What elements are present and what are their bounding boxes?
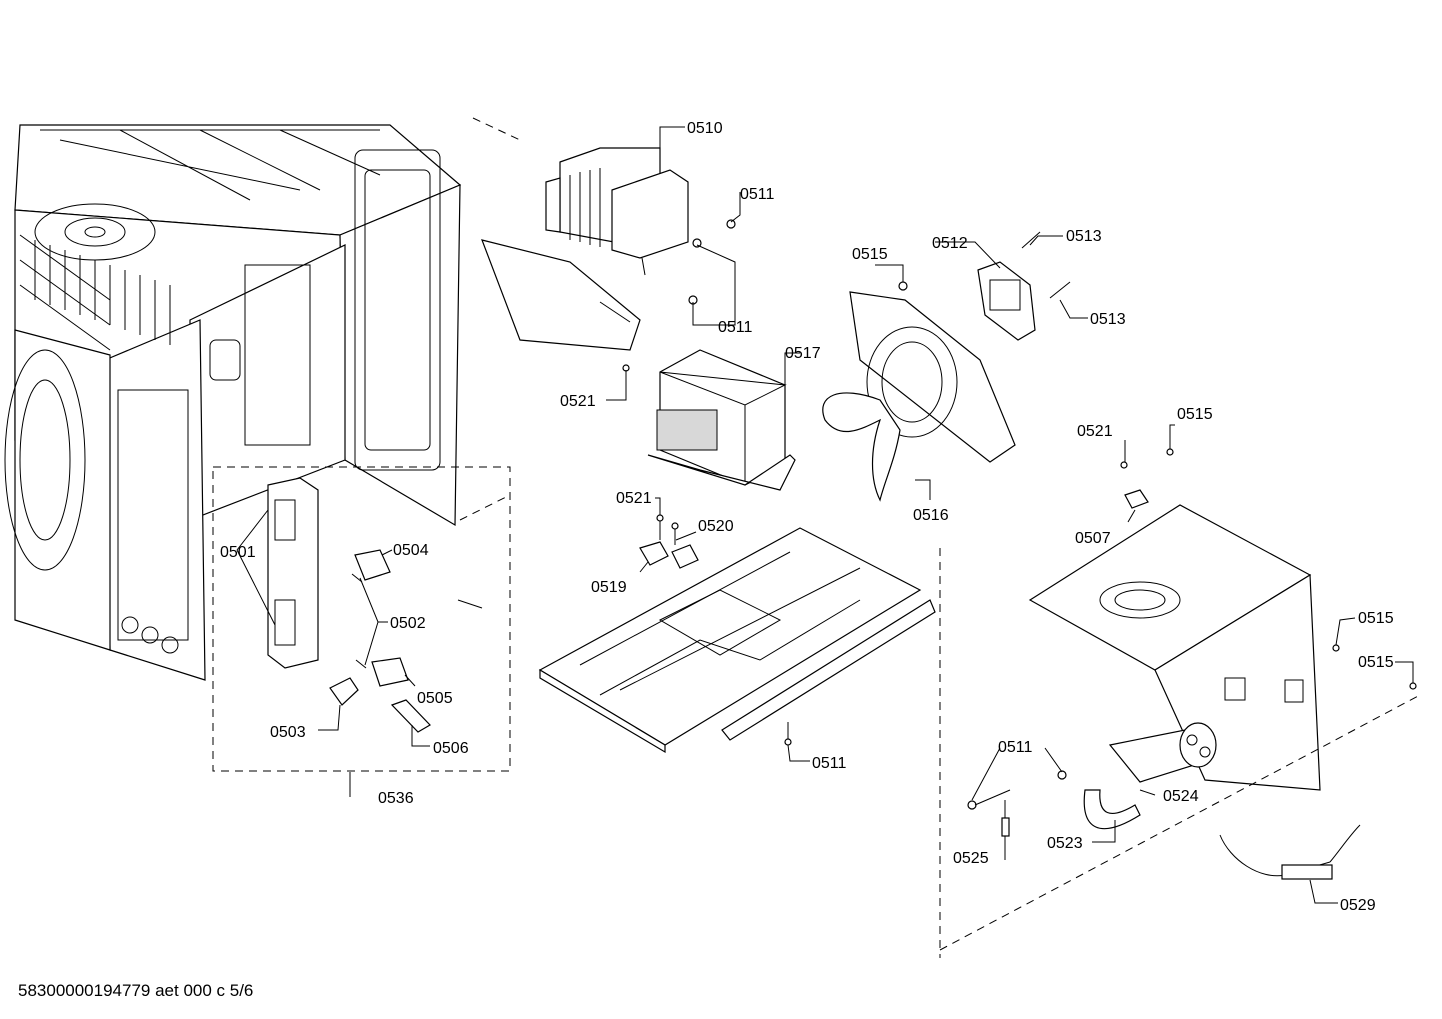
part-label-0513: 0513 <box>1066 228 1102 245</box>
transformer-drawing <box>647 349 796 491</box>
part-label-0516: 0516 <box>913 507 949 524</box>
part-label-0515: 0515 <box>1177 406 1213 423</box>
part-label-0524: 0524 <box>1163 788 1199 805</box>
part-label-0519: 0519 <box>591 579 627 596</box>
part-label-0529: 0529 <box>1340 897 1376 914</box>
part-label-0505: 0505 <box>417 690 453 707</box>
part-label-0502: 0502 <box>390 615 426 632</box>
part-label-0511: 0511 <box>740 186 775 203</box>
part-label-0523: 0523 <box>1047 835 1083 852</box>
base-plate-drawing <box>538 527 936 754</box>
part-label-0536: 0536 <box>378 790 414 807</box>
part-label-0510: 0510 <box>687 120 723 137</box>
part-label-0503: 0503 <box>270 724 306 741</box>
capacitor-drawing <box>967 722 1361 880</box>
part-label-0521: 0521 <box>560 393 596 410</box>
part-label-0521: 0521 <box>616 490 652 507</box>
housing-drawing <box>4 124 462 681</box>
part-label-0515: 0515 <box>1358 654 1394 671</box>
part-label-0506: 0506 <box>433 740 469 757</box>
part-label-0515: 0515 <box>1358 610 1394 627</box>
part-label-0517: 0517 <box>785 345 821 362</box>
part-label-0525: 0525 <box>953 850 989 867</box>
fan-motor-drawing <box>977 231 1071 341</box>
document-id-footer: 58300000194779 aet 000 c 5/6 <box>18 981 254 1000</box>
part-labels: 0510 0511 0511 0511 0511 0512 0513 0513 … <box>220 120 1394 914</box>
part-label-0521: 0521 <box>1077 423 1113 440</box>
part-label-0511: 0511 <box>812 755 847 772</box>
leader-lines <box>236 126 1414 904</box>
part-label-0507: 0507 <box>1075 530 1111 547</box>
part-label-0515: 0515 <box>852 246 888 263</box>
part-label-0504: 0504 <box>393 542 429 559</box>
clip-parts <box>639 514 699 569</box>
part-label-0511: 0511 <box>998 739 1033 756</box>
magnetron-drawing <box>481 147 736 372</box>
part-label-0520: 0520 <box>698 518 734 535</box>
dash-divider-right <box>939 694 1421 951</box>
part-label-0512: 0512 <box>932 235 968 252</box>
fan-drawing <box>822 281 1016 502</box>
interlock-parts <box>267 477 483 733</box>
part-label-0501: 0501 <box>220 544 256 561</box>
part-label-0513: 0513 <box>1090 311 1126 328</box>
interlock-assembly-box <box>212 466 511 772</box>
part-label-0511: 0511 <box>718 319 753 336</box>
